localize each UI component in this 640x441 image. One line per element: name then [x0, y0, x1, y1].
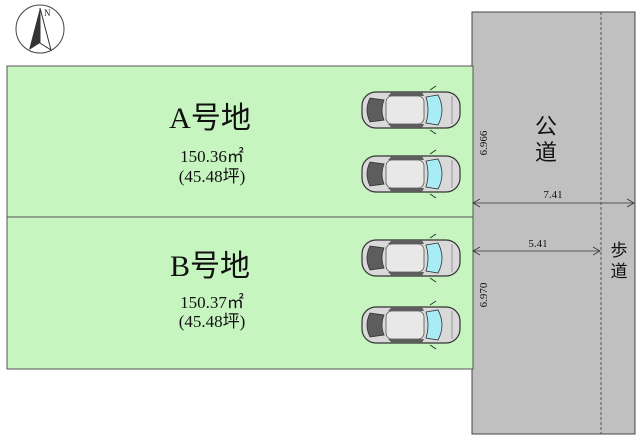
- lot-b-name: B号地: [170, 250, 250, 283]
- lot-a: [6, 65, 474, 218]
- sidewalk-label-1: 歩: [611, 241, 628, 260]
- car-icon: [361, 233, 461, 283]
- lot-a-name: A号地: [169, 102, 251, 135]
- car-icon: [361, 300, 461, 350]
- lot-b-area-tsubo: (45.48坪): [179, 312, 246, 331]
- dim-total-road-width: 7.41: [543, 189, 562, 201]
- car-icon: [361, 149, 461, 199]
- dim-lot-b-frontage: 6.970: [478, 282, 490, 307]
- car-icon: [361, 85, 461, 135]
- lot-a-area-m2: 150.36㎡: [180, 147, 244, 166]
- north-label: N: [44, 8, 51, 18]
- dim-lot-a-frontage: 6.966: [478, 130, 490, 155]
- sidewalk-label-2: 道: [611, 262, 628, 281]
- lot-a-area-tsubo: (45.48坪): [179, 167, 246, 186]
- lot-b-area-m2: 150.37㎡: [180, 293, 244, 312]
- public-road: [471, 11, 636, 435]
- road-label-1: 公: [535, 114, 557, 139]
- dim-roadway-width: 5.41: [528, 238, 547, 250]
- north-arrow-icon: N: [15, 4, 65, 54]
- road-label-2: 道: [535, 140, 557, 165]
